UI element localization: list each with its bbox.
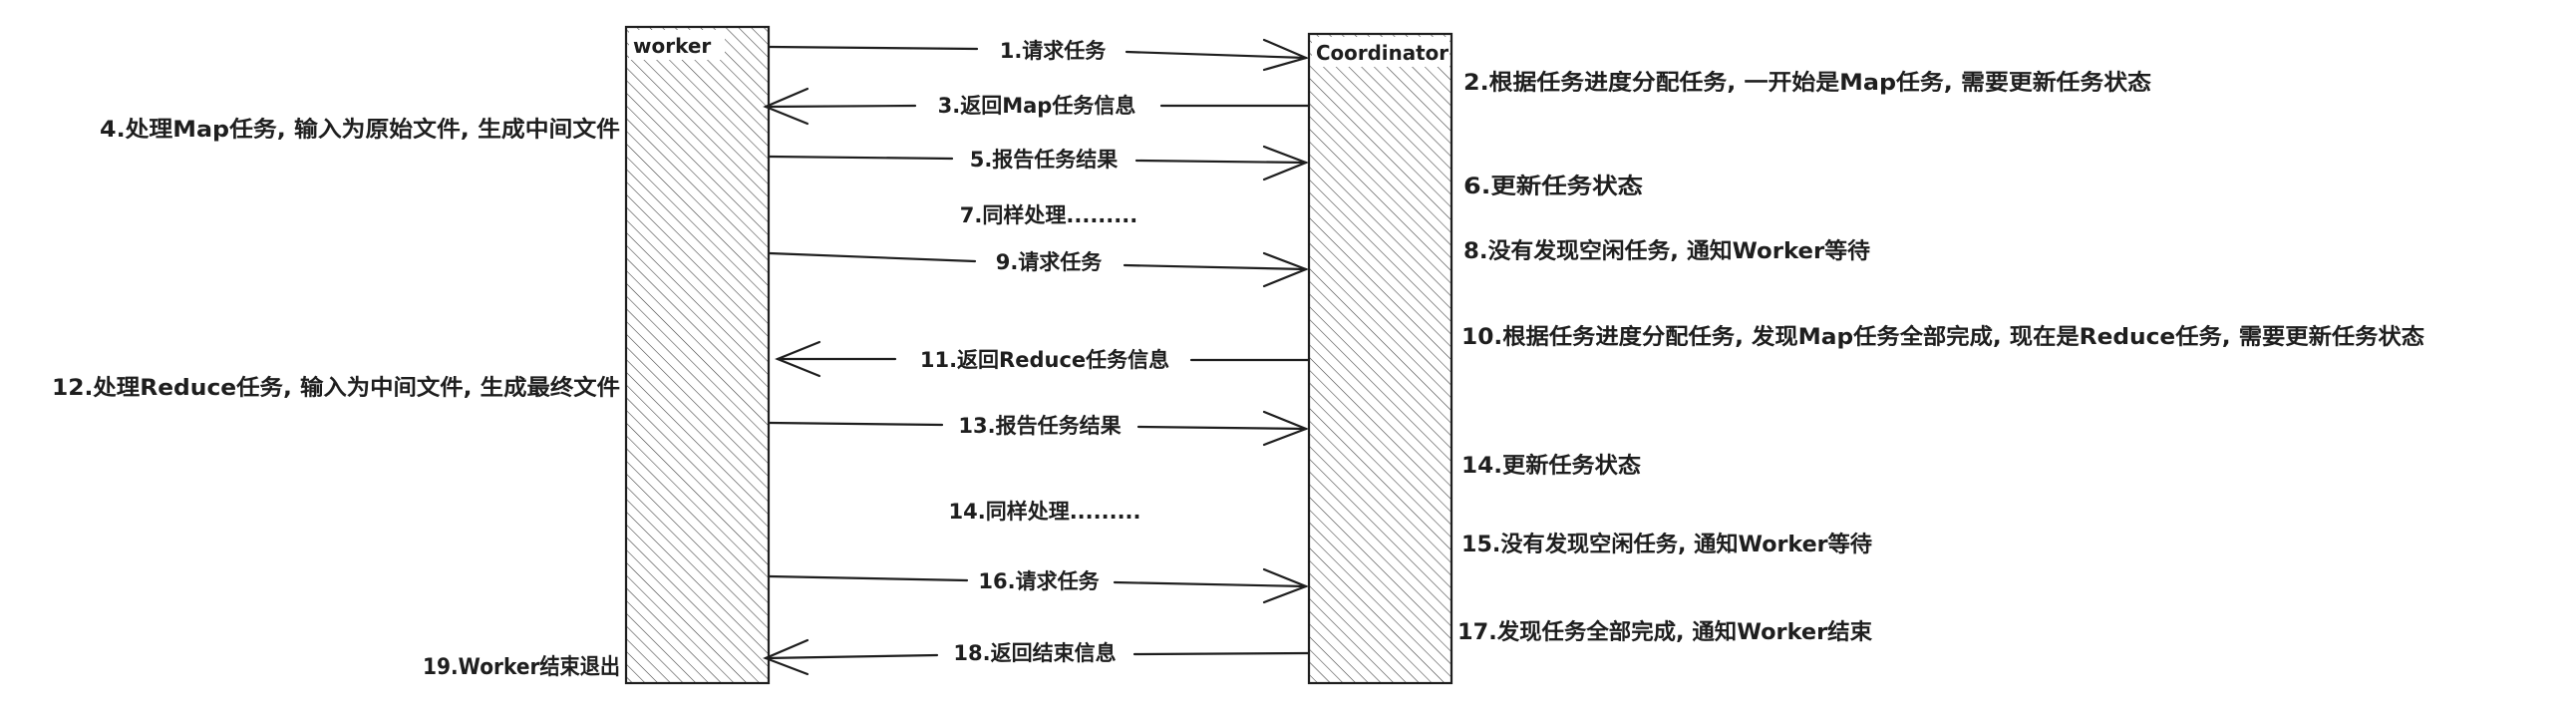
arrow-line xyxy=(768,155,954,161)
message-m3: 3.返回Map任务信息 xyxy=(763,87,1310,126)
message-label: 18.返回结束信息 xyxy=(953,641,1116,665)
worker-note-4: 4.处理Map任务, 输入为原始文件, 生成中间文件 xyxy=(100,117,620,143)
message-m9: 9.请求任务 xyxy=(768,250,1310,288)
message-label: 16.请求任务 xyxy=(978,569,1100,593)
message-label: 13.报告任务结果 xyxy=(958,414,1121,438)
message-m1: 1.请求任务 xyxy=(768,38,1310,72)
message-m16: 16.请求任务 xyxy=(768,567,1310,604)
message-m11: 11.返回Reduce任务信息 xyxy=(775,340,1310,378)
arrow-line xyxy=(1132,651,1310,656)
arrow-line xyxy=(768,574,969,582)
arrow-head-right-icon xyxy=(1262,145,1310,181)
message-label-m14: 14.同样处理......... xyxy=(949,500,1141,524)
arrow-line xyxy=(1134,159,1308,165)
arrow-line xyxy=(1136,425,1308,431)
arrow-head-right-icon xyxy=(1262,567,1310,604)
arrow-line xyxy=(768,45,979,51)
coordinator-note-10: 10.根据任务进度分配任务, 发现Map任务全部完成, 现在是Reduce任务,… xyxy=(1461,324,2424,350)
coordinator-note-15: 15.没有发现空闲任务, 通知Worker等待 xyxy=(1461,532,1872,557)
arrow-line xyxy=(764,653,939,660)
arrow-head-right-icon xyxy=(1262,38,1310,72)
message-label: 1.请求任务 xyxy=(1000,39,1108,63)
arrow-head-left-icon xyxy=(775,340,821,378)
message-label: 3.返回Map任务信息 xyxy=(938,94,1136,118)
worker-title-bg xyxy=(629,30,725,60)
coordinator-title: Coordinator xyxy=(1316,41,1449,65)
arrow-head-right-icon xyxy=(1262,251,1310,288)
arrow-head-left-icon xyxy=(763,638,809,676)
coordinator-note-17: 17.发现任务全部完成, 通知Worker结束 xyxy=(1457,619,1873,645)
worker-box xyxy=(624,25,771,685)
arrow-head-left-icon xyxy=(763,87,809,126)
arrow-line xyxy=(768,251,977,263)
coordinator-box xyxy=(1307,32,1453,685)
message-label: 9.请求任务 xyxy=(996,250,1104,274)
coordinator-note-2: 2.根据任务进度分配任务, 一开始是Map任务, 需要更新任务状态 xyxy=(1463,70,2151,96)
coordinator-lifeline: Coordinator xyxy=(1307,32,1453,685)
message-m18: 18.返回结束信息 xyxy=(763,638,1310,676)
coordinator-note-14: 14.更新任务状态 xyxy=(1461,453,1641,479)
coordinator-note-8: 8.没有发现空闲任务, 通知Worker等待 xyxy=(1463,238,1870,264)
message-m13: 13.报告任务结果 xyxy=(768,410,1310,447)
message-label-m7: 7.同样处理......... xyxy=(960,203,1137,227)
worker-note-19: 19.Worker结束退出 xyxy=(423,654,620,680)
arrow-line xyxy=(1113,580,1308,588)
arrow-line xyxy=(768,421,944,427)
message-m5: 5.报告任务结果 xyxy=(768,145,1310,181)
coordinator-note-6: 6.更新任务状态 xyxy=(1463,174,1643,199)
worker-note-12: 12.处理Reduce任务, 输入为中间文件, 生成最终文件 xyxy=(52,375,620,401)
arrow-line xyxy=(1123,263,1308,271)
arrow-head-right-icon xyxy=(1262,410,1310,447)
message-label: 5.报告任务结果 xyxy=(970,148,1119,172)
coordinator-title-bg xyxy=(1312,37,1449,67)
worker-lifeline: worker xyxy=(624,25,771,685)
message-label: 11.返回Reduce任务信息 xyxy=(920,348,1169,372)
arrow-line xyxy=(764,104,917,109)
arrow-line xyxy=(1125,50,1308,60)
worker-title: worker xyxy=(633,34,711,58)
